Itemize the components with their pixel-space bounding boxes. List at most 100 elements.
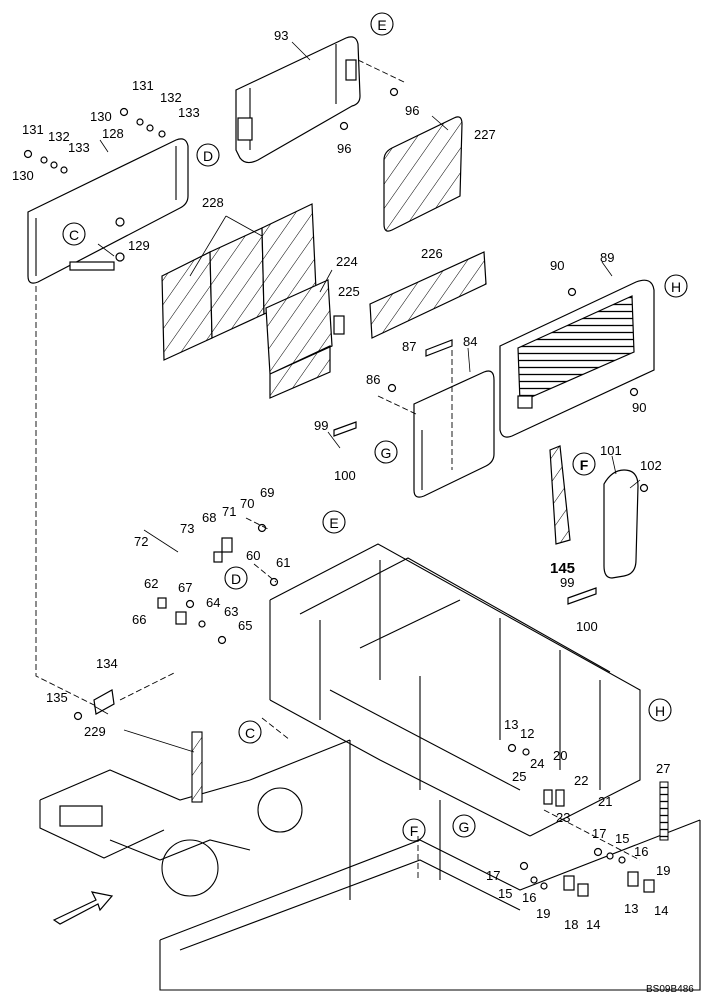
upper-frame xyxy=(269,543,641,900)
fasteners xyxy=(23,87,655,897)
part-label: 66 xyxy=(132,612,146,627)
part-label: 19 xyxy=(536,906,550,921)
part-label: 96 xyxy=(405,103,419,118)
part-label: 60 xyxy=(246,548,260,563)
part-label: 70 xyxy=(240,496,254,511)
callout-f-mid: F xyxy=(402,818,426,842)
part-label: 22 xyxy=(574,773,588,788)
leader-lines xyxy=(93,41,641,753)
part-label: 90 xyxy=(550,258,564,273)
part-label: 17 xyxy=(486,868,500,883)
svg-text:H: H xyxy=(655,703,665,719)
svg-text:E: E xyxy=(377,17,386,33)
callout-h-mid: H xyxy=(648,698,672,722)
part-label: 129 xyxy=(128,238,150,253)
part-label: 100 xyxy=(334,468,356,483)
grille-panel-89 xyxy=(499,279,655,438)
svg-text:H: H xyxy=(671,279,681,295)
part-label: 21 xyxy=(598,794,612,809)
direction-arrow xyxy=(52,891,114,925)
part-label: 87 xyxy=(402,339,416,354)
part-label: 102 xyxy=(640,458,662,473)
part-label: 72 xyxy=(134,534,148,549)
part-label: 71 xyxy=(222,504,236,519)
part-label: 224 xyxy=(336,254,358,269)
callout-d-mid: D xyxy=(224,566,248,590)
part-label: 131 xyxy=(132,78,154,93)
part-229 xyxy=(191,731,203,803)
part-label: 19 xyxy=(656,863,670,878)
strap-101 xyxy=(603,469,639,579)
callout-g-top: G xyxy=(374,440,398,464)
callout-h-top: H xyxy=(664,274,688,298)
door-84 xyxy=(413,370,495,498)
part-label: 227 xyxy=(474,127,496,142)
reference-code: BS09B486 xyxy=(646,984,694,995)
part-label: 101 xyxy=(600,443,622,458)
door-panel-93 xyxy=(235,36,361,164)
svg-text:G: G xyxy=(381,445,392,461)
part-label: 84 xyxy=(463,334,477,349)
svg-text:C: C xyxy=(245,725,255,741)
part-label: 225 xyxy=(338,284,360,299)
part-label: 133 xyxy=(178,105,200,120)
svg-text:D: D xyxy=(231,571,241,587)
assembly-lines xyxy=(35,59,641,880)
part-label: 134 xyxy=(96,656,118,671)
side-panel-128 xyxy=(27,138,189,284)
lower-chassis xyxy=(39,739,701,991)
part-label: 229 xyxy=(84,724,106,739)
part-label: 27 xyxy=(656,761,670,776)
part-label: 24 xyxy=(530,756,544,771)
cushion-228 xyxy=(161,203,317,361)
part-label: 15 xyxy=(615,831,629,846)
part-label: 130 xyxy=(12,168,34,183)
part-label: 23 xyxy=(556,810,570,825)
part-label: 12 xyxy=(520,726,534,741)
svg-text:C: C xyxy=(69,227,79,243)
part-label: 68 xyxy=(202,510,216,525)
part-label: 73 xyxy=(180,521,194,536)
callout-c-top: C xyxy=(62,222,86,246)
seal-226 xyxy=(369,251,487,339)
callout-c-mid: C xyxy=(238,720,262,744)
part-label: 228 xyxy=(202,195,224,210)
part-label: 64 xyxy=(206,595,220,610)
seal-145 xyxy=(549,445,571,545)
part-label: 65 xyxy=(238,618,252,633)
seal-227 xyxy=(383,116,463,232)
callout-e-top: E xyxy=(370,12,394,36)
part-label: 93 xyxy=(274,28,288,43)
part-label: 128 xyxy=(102,126,124,141)
part-label: 20 xyxy=(553,748,567,763)
part-label: 96 xyxy=(337,141,351,156)
part-225 xyxy=(333,315,345,335)
callout-f-top: F xyxy=(572,452,596,476)
part-label: 62 xyxy=(144,576,158,591)
callout-e-mid: E xyxy=(322,510,346,534)
part-label: 132 xyxy=(160,90,182,105)
callout-d-top: D xyxy=(196,143,220,167)
part-label: 13 xyxy=(624,901,638,916)
part-label: 67 xyxy=(178,580,192,595)
part-27 xyxy=(659,781,669,841)
part-label: 15 xyxy=(498,886,512,901)
part-label: 86 xyxy=(366,372,380,387)
part-label: 100 xyxy=(576,619,598,634)
part-label: 16 xyxy=(634,844,648,859)
part-label: 61 xyxy=(276,555,290,570)
part-label: 13 xyxy=(504,717,518,732)
part-label: 90 xyxy=(632,400,646,415)
part-label: 99 xyxy=(314,418,328,433)
part-label: 133 xyxy=(68,140,90,155)
part-label: 25 xyxy=(512,769,526,784)
svg-text:F: F xyxy=(410,823,419,839)
callout-g-mid: G xyxy=(452,814,476,838)
part-label: 89 xyxy=(600,250,614,265)
svg-text:E: E xyxy=(329,515,338,531)
part-label: 14 xyxy=(586,917,600,932)
part-label: 17 xyxy=(592,826,606,841)
svg-text:D: D xyxy=(203,148,213,164)
bracket-134 xyxy=(93,689,115,715)
